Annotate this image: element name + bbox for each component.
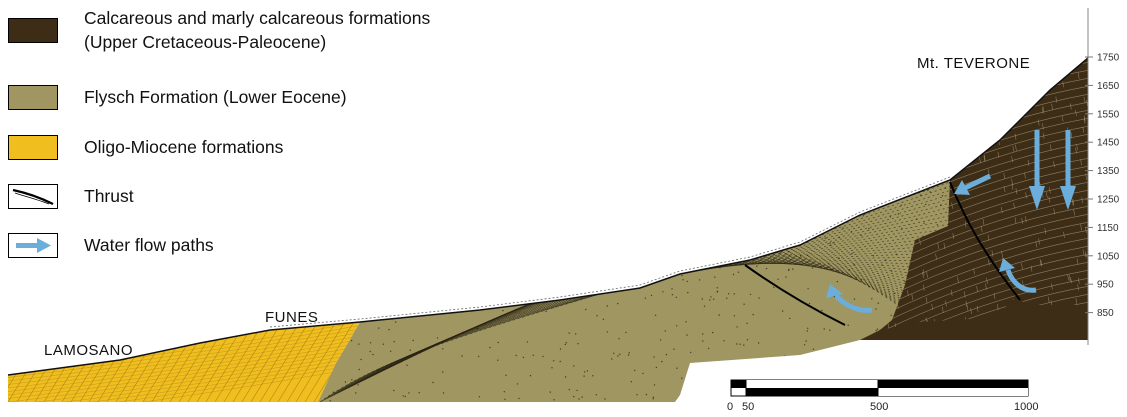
elevation-tick-label: 1050: [1097, 251, 1120, 262]
elevation-tick-label: 1350: [1097, 166, 1120, 177]
summit-label: Mt. TEVERONE: [917, 55, 1030, 72]
scale-bar: 0 50 500 1000: [727, 380, 1038, 413]
elevation-ticks: 1750 1650 1550 1450 1350 1250 1150 1050 950 850: [1085, 53, 1120, 320]
elevation-tick-label: 1250: [1097, 195, 1120, 206]
elevation-tick-label: 1150: [1097, 223, 1119, 234]
elevation-tick-label: 950: [1097, 280, 1114, 291]
village-lamosano-label: LAMOSANO: [44, 342, 133, 359]
scale-label-1000: 1000: [1014, 401, 1038, 413]
scale-label-0: 0: [727, 401, 733, 413]
elevation-tick-label: 1450: [1097, 138, 1120, 149]
scale-label-500: 500: [870, 401, 888, 413]
elevation-tick-label: 1650: [1097, 81, 1120, 92]
flysch-body: [318, 180, 950, 402]
scale-label-50: 50: [742, 401, 754, 413]
elevation-tick-label: 1750: [1097, 53, 1120, 64]
oligo-miocene-body: [8, 322, 360, 402]
elevation-tick-label: 850: [1097, 308, 1114, 319]
elevation-tick-label: 1550: [1097, 109, 1120, 120]
village-funes-label: FUNES: [265, 309, 318, 326]
